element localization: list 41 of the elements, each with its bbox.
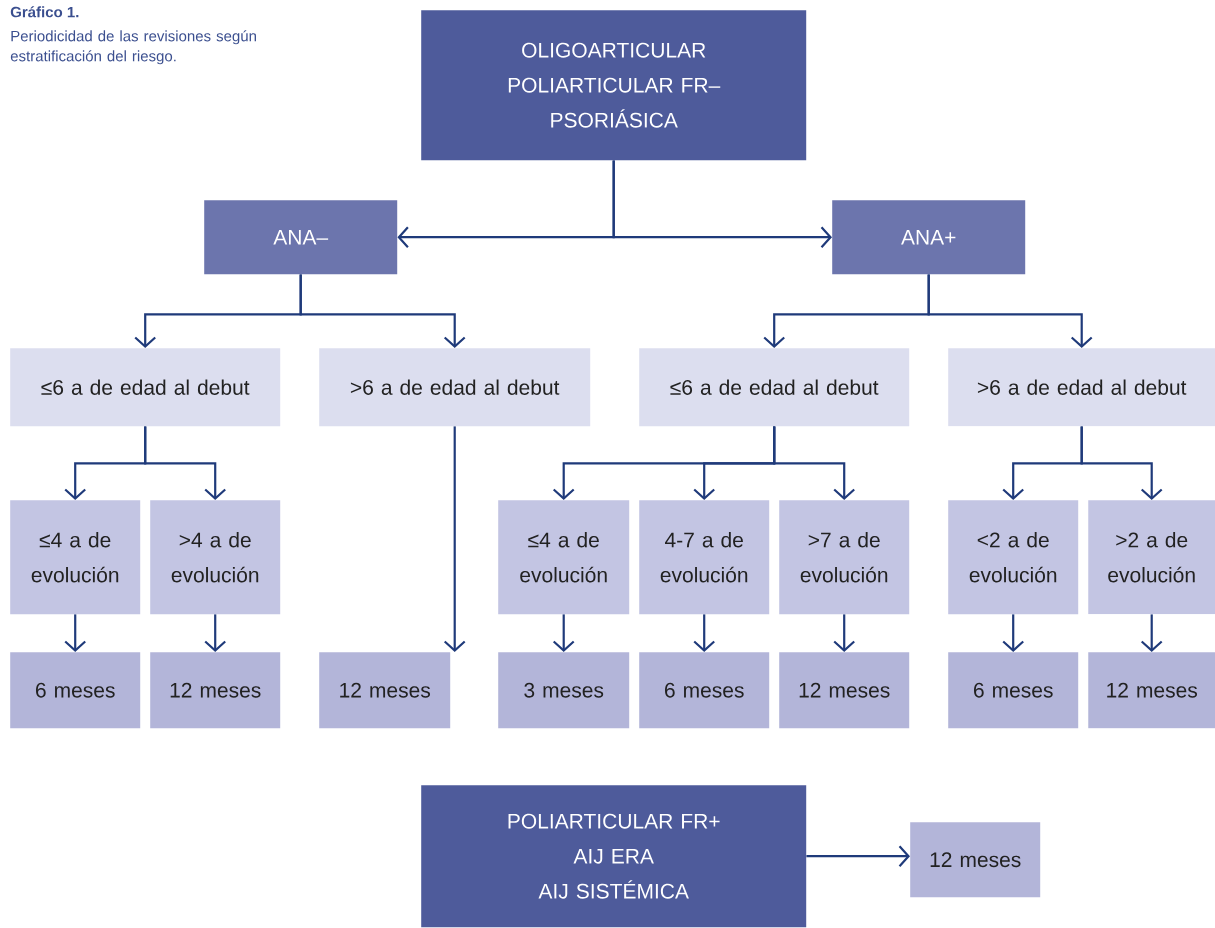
arrow bbox=[1080, 426, 1163, 500]
arrow bbox=[693, 614, 715, 652]
figure-title: Gráfico 1. bbox=[10, 6, 79, 18]
process-box: ≤6 a de edad al debut bbox=[10, 348, 281, 427]
arrow bbox=[612, 160, 832, 248]
process-box: 3 meses bbox=[498, 652, 630, 729]
arrow bbox=[1002, 614, 1024, 652]
process-box: >7 a de evolución bbox=[779, 500, 910, 615]
arrow bbox=[806, 845, 910, 867]
process-box: ≤4 a de evolución bbox=[10, 500, 141, 615]
process-box: 12 meses bbox=[319, 652, 451, 729]
arrow bbox=[1140, 614, 1163, 652]
arrow bbox=[443, 426, 466, 652]
process-box: ANA– bbox=[204, 200, 398, 275]
process-box: ≤6 a de edad al debut bbox=[639, 348, 910, 427]
process-box: >2 a de evolución bbox=[1088, 500, 1215, 615]
process-box: 4-7 a de evolución bbox=[639, 500, 770, 615]
process-box: ≤4 a de evolución bbox=[498, 500, 630, 615]
process-box: 12 meses bbox=[1088, 652, 1215, 729]
arrow bbox=[833, 614, 855, 652]
arrow bbox=[552, 614, 575, 652]
process-box: OLIGOARTICULAR POLIARTICULAR FR– PSORIÁSICA bbox=[421, 10, 807, 161]
arrow bbox=[927, 274, 1093, 348]
arrow bbox=[144, 426, 226, 500]
process-box: >4 a de evolución bbox=[150, 500, 281, 615]
process-box: >6 a de edad al debut bbox=[948, 348, 1215, 427]
figure-caption: Periodicidad de las revisiones según estratificación del riesgo. bbox=[10, 30, 256, 65]
process-box: >6 a de edad al debut bbox=[319, 348, 591, 427]
process-box: 12 meses bbox=[910, 822, 1041, 898]
process-box: 6 meses bbox=[639, 652, 770, 729]
process-box: ANA+ bbox=[832, 200, 1026, 275]
process-box: 6 meses bbox=[10, 652, 141, 729]
arrow bbox=[773, 426, 855, 500]
process-box: 12 meses bbox=[150, 652, 281, 729]
arrow bbox=[299, 274, 466, 348]
process-box: 6 meses bbox=[948, 652, 1079, 729]
process-box: POLIARTICULAR FR+ AIJ ERA AIJ SISTÉMICA bbox=[421, 785, 807, 928]
process-box: <2 a de evolución bbox=[948, 500, 1079, 615]
arrow bbox=[64, 614, 86, 652]
arrow bbox=[204, 614, 226, 652]
process-box: 12 meses bbox=[779, 652, 910, 729]
